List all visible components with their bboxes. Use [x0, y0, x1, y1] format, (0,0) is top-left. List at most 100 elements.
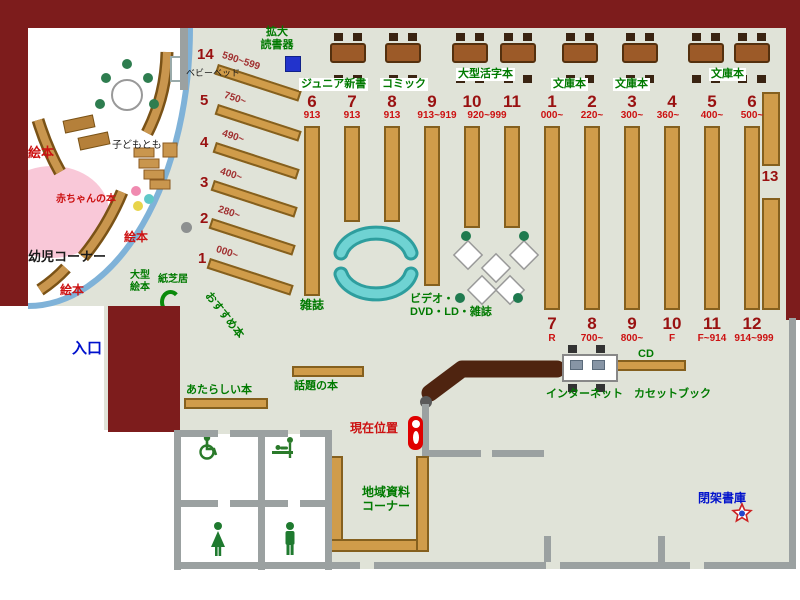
magazines-label: 雑誌: [299, 298, 324, 312]
diagonal-number: 14: [197, 46, 214, 63]
magnifier-label: 拡大 読書器: [260, 26, 294, 51]
new-books-shelf: [184, 398, 268, 409]
kids-round-table: [95, 59, 159, 111]
section-number: 2: [587, 92, 597, 111]
section-number: 8: [387, 92, 397, 111]
corridor-wall: [429, 450, 481, 457]
section-number: 10: [662, 314, 682, 333]
section-number: 10: [462, 92, 482, 111]
reading-table: [562, 33, 598, 83]
reading-table: [330, 33, 366, 83]
section-number: 9: [627, 314, 637, 333]
curved-shelves: [31, 51, 174, 296]
kids-tables: [62, 114, 111, 151]
baby-change-icon: [272, 437, 293, 458]
cd-shelf: [616, 360, 686, 371]
corridor-wall: [492, 450, 544, 457]
toilet-wall: [174, 500, 218, 507]
wall-bottom: [560, 562, 690, 569]
bookshelf-8: [384, 126, 400, 222]
outside-area: [0, 430, 176, 600]
kids-steps: [133, 142, 178, 190]
category-label: 文庫本: [709, 68, 746, 81]
wall-bottom: [174, 562, 360, 569]
bookshelf-6: [304, 126, 320, 296]
section-number: 7: [547, 314, 557, 333]
topic-books-label: 話題の本: [294, 380, 338, 392]
section-range: R: [548, 333, 556, 344]
internet-chair: [596, 384, 605, 392]
closed-stacks-star-icon: [731, 501, 753, 523]
internet-pc: [570, 360, 583, 370]
bookshelf-7: [344, 126, 360, 222]
new-books-label: あたらしい本: [186, 384, 252, 396]
bookshelf-r6: [744, 126, 760, 310]
section-range: 220~: [580, 110, 604, 121]
section-number: 11: [503, 92, 521, 111]
bookshelf-11: [504, 126, 520, 228]
wall-stub: [544, 536, 551, 562]
current-location-label: 現在位置: [350, 421, 399, 435]
section-range: 913~919: [417, 110, 457, 121]
bookshelf-r2: [584, 126, 600, 310]
service-counter: [421, 360, 566, 402]
internet-chair: [596, 345, 605, 353]
wall-right: [786, 28, 800, 320]
entrance-label: 入口: [72, 340, 103, 357]
shelf-13-number: 13: [761, 168, 779, 185]
wall-bottom: [704, 562, 796, 569]
av-label: ビデオ・ DVD・LD・雑誌: [410, 293, 492, 318]
section-number: 4: [667, 92, 677, 111]
current-location-marker: [408, 416, 423, 450]
picture-books-label: 絵本: [124, 230, 149, 244]
bookshelf-10: [464, 126, 480, 228]
section-number: 3: [627, 92, 637, 111]
section-range: 360~: [656, 110, 680, 121]
section-range: 300~: [620, 110, 644, 121]
reading-table: [734, 33, 770, 83]
wall-right-lower: [789, 318, 796, 569]
toilet-wall: [300, 500, 332, 507]
teal-benches: [333, 225, 419, 302]
kids-arc-wall: [27, 27, 193, 309]
toilet-wall: [300, 430, 332, 437]
bookshelf-r5: [704, 126, 720, 310]
large-picture-books-label: 大型 絵本: [130, 270, 150, 293]
baby-books-label: 赤ちゃんの本: [56, 194, 116, 205]
section-number: 7: [347, 92, 357, 111]
section-number: 11: [703, 314, 721, 333]
bookshelf-r1: [544, 126, 560, 310]
section-range: 400~: [700, 110, 724, 121]
wall-top-stub: [180, 28, 188, 90]
section-range: F~914: [697, 333, 727, 344]
internet-chair: [568, 384, 577, 392]
corridor-wall: [422, 404, 429, 456]
bookshelf-13-lower: [762, 198, 780, 310]
local-materials-label: 地域資料 コーナー: [361, 485, 410, 513]
wall-left: [0, 28, 28, 306]
topic-books-shelf: [292, 366, 364, 377]
section-range: 700~: [580, 333, 604, 344]
reading-table: [385, 33, 421, 83]
wall-top: [0, 0, 800, 28]
diagonal-number: 5: [200, 92, 209, 109]
section-range: 913: [383, 110, 401, 121]
internet-chair: [568, 345, 577, 353]
bookshelf-13-upper: [762, 92, 780, 166]
category-label: コミック: [380, 78, 428, 91]
magnifier-device: [285, 56, 301, 72]
section-number: 5: [707, 92, 717, 111]
category-label: 文庫本: [613, 78, 650, 91]
section-range: 920~999: [467, 110, 507, 121]
diagonal-number: 4: [200, 134, 209, 151]
section-number: 9: [427, 92, 437, 111]
diagonal-number: 1: [198, 250, 207, 267]
internet-pc: [592, 360, 605, 370]
section-number: 6: [747, 92, 757, 111]
category-label: 大型活字本: [456, 68, 515, 81]
bookshelf-r3: [624, 126, 640, 310]
av-booth-chairs: [455, 231, 529, 303]
section-range: 000~: [540, 110, 564, 121]
section-range: 914~999: [734, 333, 774, 344]
